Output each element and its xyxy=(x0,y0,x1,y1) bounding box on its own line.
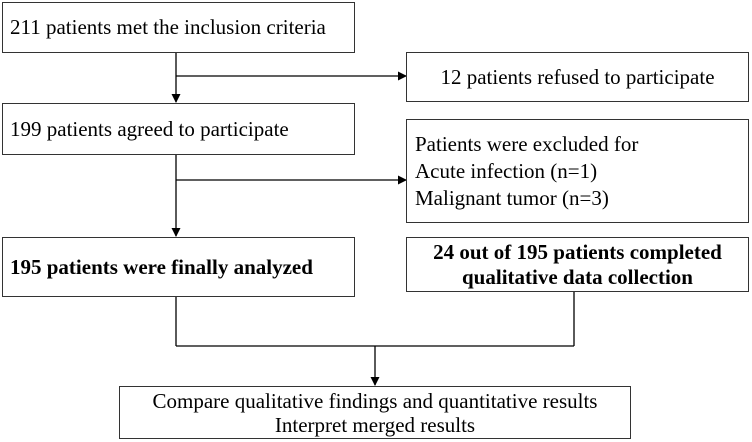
excluded-reason-infection: Acute infection (n=1) xyxy=(415,158,598,183)
refused-box: 12 patients refused to participate xyxy=(406,52,749,102)
excluded-reason-tumor: Malignant tumor (n=3) xyxy=(415,185,609,210)
agreed-box: 199 patients agreed to participate xyxy=(2,103,355,155)
excluded-heading: Patients were excluded for xyxy=(415,131,639,156)
merged-line-1: Compare qualitative findings and quantit… xyxy=(152,388,598,413)
agreed-text: 199 patients agreed to participate xyxy=(10,116,289,141)
refused-text: 12 patients refused to participate xyxy=(440,64,715,89)
merged-results-box: Compare qualitative findings and quantit… xyxy=(119,386,631,439)
qualitative-box: 24 out of 195 patients completed qualita… xyxy=(406,237,749,292)
analyzed-box: 195 patients were finally analyzed xyxy=(2,237,355,297)
merged-line-2: Interpret merged results xyxy=(274,412,476,437)
qualitative-line-1: 24 out of 195 patients completed xyxy=(433,239,722,264)
qualitative-line-2: qualitative data collection xyxy=(462,264,693,289)
analyzed-text: 195 patients were finally analyzed xyxy=(10,254,313,279)
inclusion-text: 211 patients met the inclusion criteria xyxy=(10,15,326,39)
inclusion-box: 211 patients met the inclusion criteria xyxy=(2,2,355,53)
excluded-box: Patients were excluded for Acute infecti… xyxy=(406,119,749,223)
